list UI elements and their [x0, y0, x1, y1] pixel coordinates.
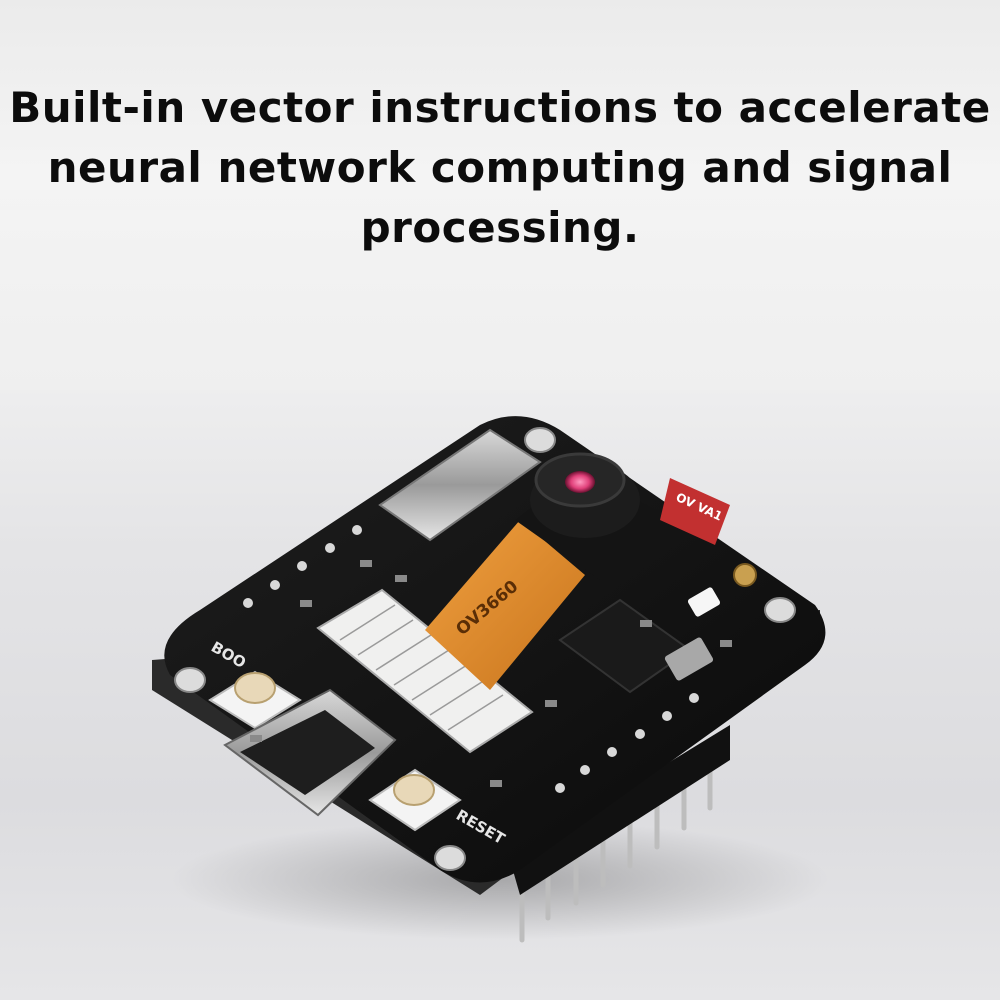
camera-lens-icon	[565, 471, 595, 493]
antenna-connector	[733, 563, 757, 587]
usb-c-opening	[240, 710, 375, 795]
headline-line-1: Built-in vector instructions to accelera…	[9, 83, 991, 132]
microsd-slot	[378, 428, 542, 542]
crystal-oscillator	[664, 637, 714, 681]
mounting-holes	[174, 427, 796, 871]
headline-line-2: neural network computing and signal	[47, 143, 953, 192]
antenna-tag	[660, 478, 730, 545]
fpc-contacts	[339, 604, 504, 731]
camera-flex-ribbon	[425, 520, 585, 690]
fpc-connector	[316, 588, 534, 754]
reset-button-cap[interactable]	[393, 774, 435, 806]
headline-line-3: processing.	[360, 203, 640, 252]
smd-components	[250, 560, 732, 787]
via-dots	[243, 525, 699, 793]
led	[687, 587, 721, 617]
boot-button-cap[interactable]	[234, 672, 276, 704]
background-top	[0, 0, 1000, 390]
pin-header-block	[510, 725, 730, 895]
headline: Built-in vector instructions to accelera…	[0, 78, 1000, 258]
